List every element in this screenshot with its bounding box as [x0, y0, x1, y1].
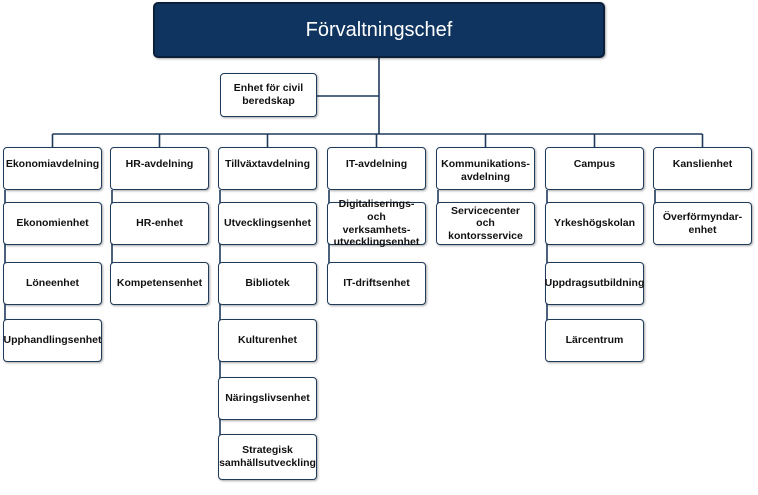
unit-box: Utvecklingsenhet: [218, 202, 317, 245]
department-box: Ekonomiavdelning: [3, 147, 102, 190]
department-box: Tillväxtavdelning: [218, 147, 317, 190]
unit-box: Servicecenter och kontorsservice: [436, 202, 535, 245]
unit-box: Digitaliserings- och verksamhets- utveck…: [327, 198, 426, 248]
unit-box: Kulturenhet: [218, 319, 317, 362]
department-box: Kommunikations- avdelning: [436, 147, 535, 190]
staff-unit-box: Enhet för civil beredskap: [220, 73, 317, 117]
department-box: Kanslienhet: [653, 147, 752, 190]
unit-box: Bibliotek: [218, 262, 317, 305]
unit-box: Lärcentrum: [545, 319, 644, 362]
unit-box: Kompetensenhet: [110, 262, 209, 305]
unit-box: Upphandlingsenhet: [3, 319, 102, 362]
unit-box: IT-driftsenhet: [327, 262, 426, 305]
unit-box: Yrkeshögskolan: [545, 202, 644, 245]
unit-box: Uppdragsutbildning: [545, 262, 644, 305]
unit-box: Överförmyndar- enhet: [653, 202, 752, 245]
unit-box: Löneenhet: [3, 262, 102, 305]
department-box: Campus: [545, 147, 644, 190]
unit-box: Näringslivsenhet: [218, 377, 317, 420]
department-box: IT-avdelning: [327, 147, 426, 190]
unit-box: Ekonomienhet: [3, 202, 102, 245]
unit-box: HR-enhet: [110, 202, 209, 245]
department-box: HR-avdelning: [110, 147, 209, 190]
unit-box: Strategisk samhällsutveckling: [218, 434, 317, 480]
chief-box: Förvaltningschef: [153, 2, 605, 58]
